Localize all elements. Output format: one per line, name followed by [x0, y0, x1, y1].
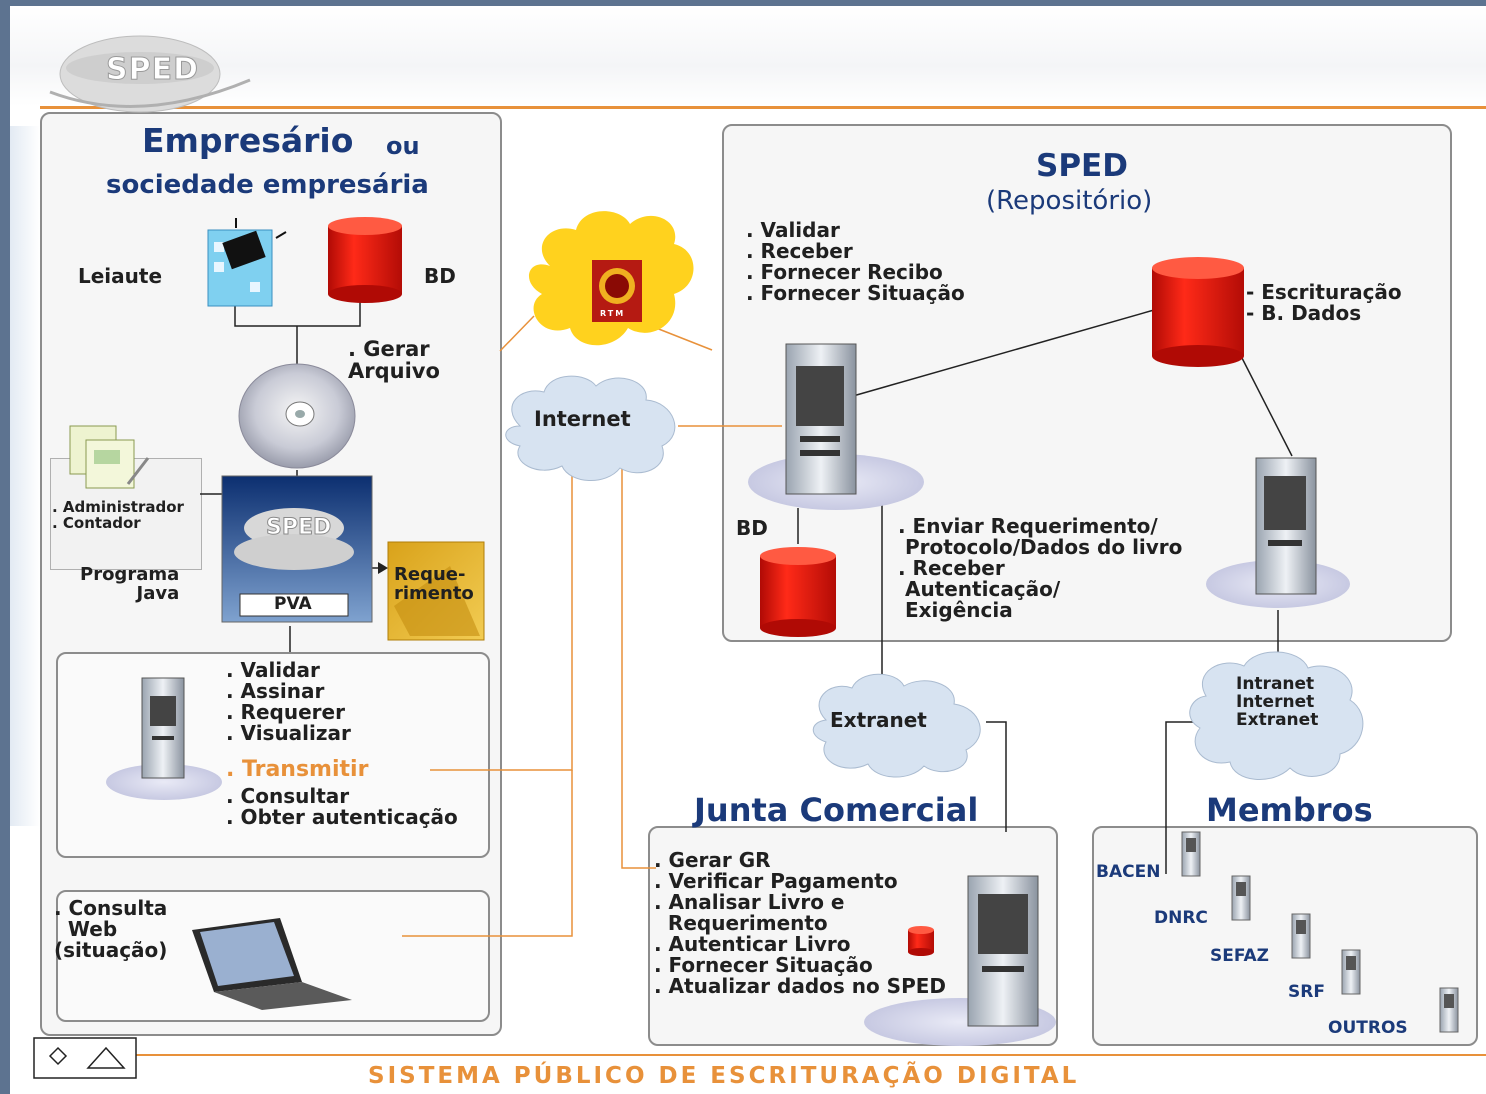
transmitir-label: . Transmitir: [226, 757, 369, 782]
junta-server-icon: [864, 875, 1056, 1046]
documents-icon: [69, 425, 150, 489]
enviar-label: . Enviar Requerimento/ Protocolo/Dados d…: [898, 514, 1183, 622]
header-divider: [40, 106, 1486, 109]
footer-divider: [130, 1054, 1486, 1056]
empresario-server-icon: [106, 677, 222, 800]
sped-server-icon: [748, 343, 924, 510]
footer-title: SISTEMA PÚBLICO DE ESCRITURAÇÃO DIGITAL: [368, 1063, 1080, 1089]
leiaute-icon: [207, 218, 287, 307]
membro-outros: OUTROS: [1328, 1018, 1408, 1038]
membros-panel: [1092, 826, 1478, 1046]
requerimento-label: Reque- rimento: [394, 564, 474, 604]
intranet-cloud: [1189, 651, 1364, 780]
extranet-cloud: [812, 673, 981, 778]
background-accent: [10, 126, 40, 826]
empresario-actions-pre: . Validar . Assinar . Requerer . Visuali…: [226, 658, 351, 745]
programa-java-label: Programa Java: [80, 564, 180, 604]
empresario-title: Empresário: [142, 121, 354, 160]
sefaz-server-icon: [1291, 913, 1311, 959]
escrituracao-database-icon: [1152, 257, 1244, 367]
internet-label: Internet: [534, 407, 631, 431]
bacen-server-icon: [1181, 831, 1201, 877]
logo-text: SPED: [106, 52, 199, 87]
sped-title: SPED: [1036, 148, 1128, 184]
requerimento-icon: [387, 541, 485, 641]
sped-bd-label: BD: [736, 516, 768, 540]
sped-logo: [49, 35, 251, 113]
pva-label: PVA: [274, 594, 312, 614]
outros-server-icon: [1439, 987, 1459, 1033]
laptop-icon: [192, 918, 352, 1010]
consulta-web-label: . Consulta Web (situação): [54, 896, 168, 962]
cd-icon: [238, 363, 356, 469]
empresario-actions-post: . Consultar . Obter autenticação: [226, 784, 458, 829]
junta-actions: . Gerar GR . Verificar Pagamento . Anali…: [654, 848, 947, 998]
diagram-graphics: [33, 35, 1459, 1079]
empresario-actions-panel: [56, 652, 490, 858]
sped-actions: . Validar . Receber . Fornecer Recibo . …: [746, 218, 965, 305]
internet-cloud: [505, 375, 676, 481]
membro-sefaz: SEFAZ: [1210, 946, 1270, 966]
admin-contador-label: . Administrador . Contador: [52, 498, 184, 532]
intranet-group-label: Intranet Internet Extranet: [1236, 674, 1319, 730]
rtm-label: RTM: [600, 309, 626, 318]
connector-lines: [200, 301, 1293, 937]
sped-subtitle: (Repositório): [986, 186, 1153, 216]
membro-dnrc: DNRC: [1154, 908, 1208, 928]
pva-program-icon: [221, 475, 373, 623]
empresario-bd-label: BD: [424, 264, 456, 288]
sped-database-icon: [760, 547, 836, 637]
empresario-database-icon: [328, 217, 402, 303]
rtm-cloud: [528, 211, 694, 346]
membro-bacen: BACEN: [1096, 862, 1161, 882]
membro-srf: SRF: [1288, 982, 1325, 1002]
slide-nav-icon: [33, 1037, 137, 1079]
dnrc-server-icon: [1231, 875, 1251, 921]
empresario-title-ou: ou: [386, 132, 420, 160]
junta-database-icon: [908, 926, 934, 956]
gerar-arquivo-label: . Gerar Arquivo: [348, 337, 440, 384]
srf-server-icon: [1341, 949, 1361, 995]
empresario-subtitle: sociedade empresária: [106, 170, 429, 200]
junta-title: Junta Comercial: [694, 791, 979, 829]
sped-secondary-server-icon: [1206, 457, 1350, 608]
extranet-label: Extranet: [830, 708, 927, 732]
escrituracao-label: - Escrituração - B. Dados: [1246, 280, 1402, 325]
header-band: [10, 6, 1486, 106]
slide: SPED Empresário ou sociedade empresária …: [10, 6, 1486, 1094]
leiaute-label: Leiaute: [78, 264, 163, 288]
membros-title: Membros: [1206, 791, 1373, 829]
pva-logo-text: SPED: [265, 515, 332, 540]
